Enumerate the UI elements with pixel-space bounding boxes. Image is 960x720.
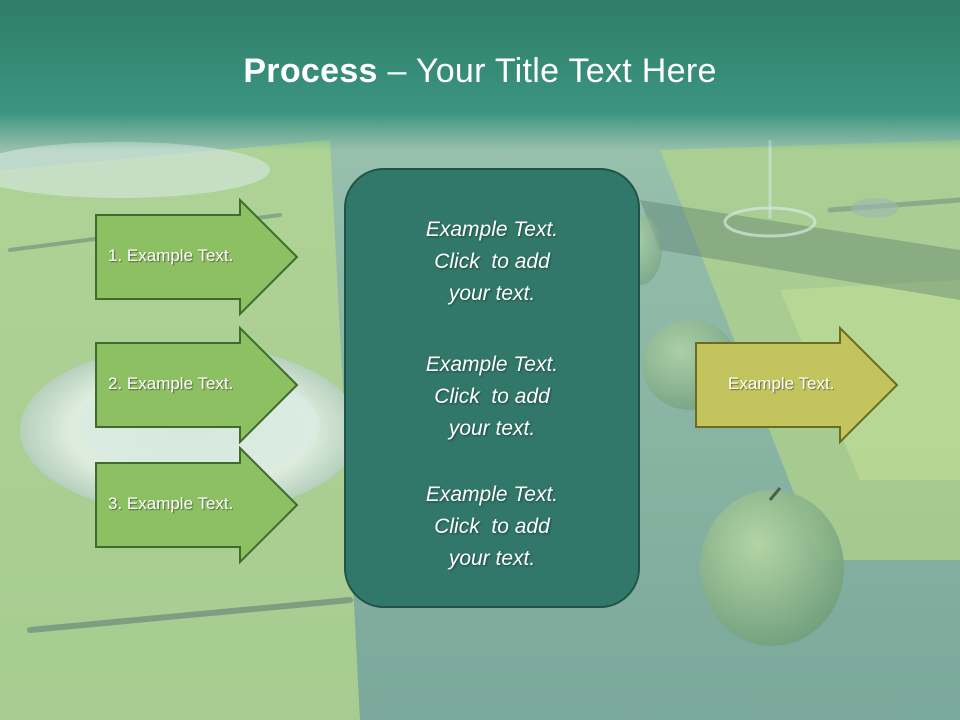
spoon xyxy=(851,198,899,218)
center-block-2-line3: your text. xyxy=(448,417,536,440)
plate xyxy=(0,142,270,198)
step-arrow-2[interactable] xyxy=(94,326,300,444)
title-bold: Process xyxy=(243,52,378,90)
page-title: Process – Your Title Text Here xyxy=(0,52,960,91)
step-arrow-2-label: 2. Example Text. xyxy=(108,374,234,393)
result-arrow[interactable] xyxy=(694,326,900,444)
center-block-3-line2: Click to add xyxy=(434,515,550,538)
step-arrow-1[interactable] xyxy=(94,198,300,316)
center-block-1: Example Text. Click to add your text. xyxy=(346,214,638,310)
center-block-2-line2: Click to add xyxy=(434,385,550,408)
step-arrow-3-label: 3. Example Text. xyxy=(108,494,234,513)
center-block-3-line3: your text. xyxy=(448,547,536,570)
knife xyxy=(27,597,353,633)
step-arrow-1-label: 1. Example Text. xyxy=(108,246,234,265)
center-block-3: Example Text. Click to add your text. xyxy=(346,479,638,575)
center-block-2: Example Text. Click to add your text. xyxy=(346,349,638,445)
center-block-1-line1: Example Text. xyxy=(425,218,559,241)
center-block-1-line2: Click to add xyxy=(434,250,550,273)
apple xyxy=(700,490,844,646)
title-bar xyxy=(0,0,960,150)
result-arrow-label: Example Text. xyxy=(728,374,835,393)
center-block-2-line1: Example Text. xyxy=(425,353,559,376)
title-rest: – Your Title Text Here xyxy=(377,52,717,90)
center-block-3-line1: Example Text. xyxy=(425,483,559,506)
center-block-1-line3: your text. xyxy=(448,282,536,305)
step-arrow-3[interactable] xyxy=(94,446,300,564)
center-text-box[interactable]: Example Text. Click to add your text. Ex… xyxy=(344,168,640,608)
